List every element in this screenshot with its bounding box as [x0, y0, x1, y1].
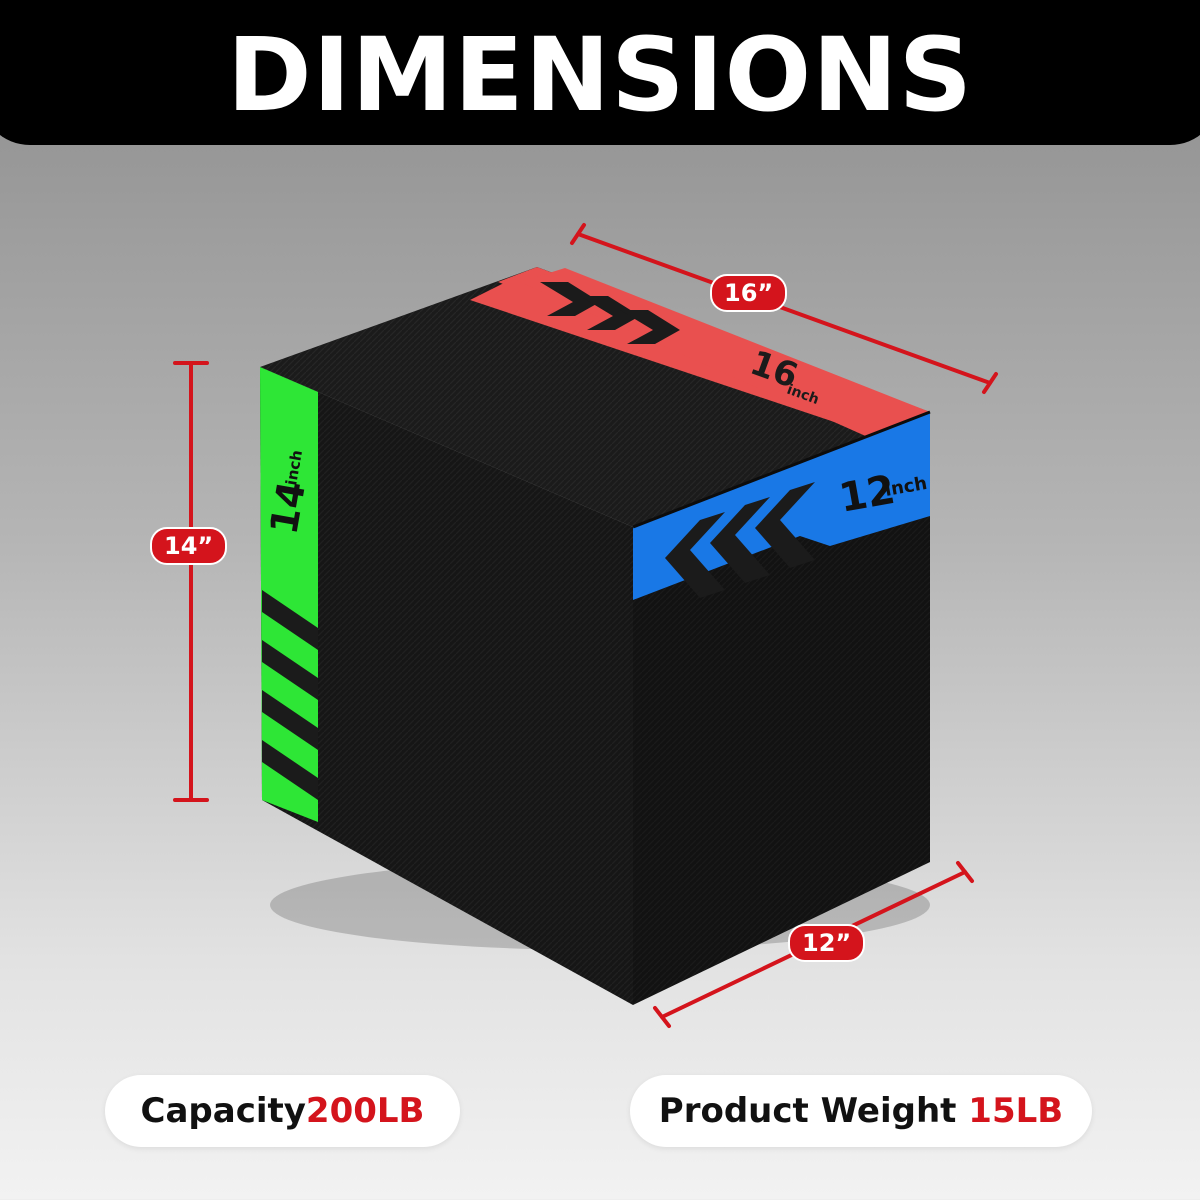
top-chevrons	[540, 282, 680, 344]
depth-dimension-label: 12”	[788, 924, 866, 962]
side-size-number: 12	[836, 467, 899, 522]
front-size-unit: inch	[282, 449, 306, 487]
height-dimension-label: 14”	[150, 527, 228, 565]
capacity-value: 200LB	[305, 1091, 425, 1131]
front-chevrons	[262, 590, 318, 800]
box-top-face	[260, 267, 930, 527]
capacity-pill: Capacity 200LB	[105, 1075, 460, 1147]
zipper-line	[632, 410, 931, 529]
box-front-face	[260, 367, 633, 1005]
title-banner: DIMENSIONS	[0, 0, 1200, 145]
product-weight-pill: Product Weight 15LB	[630, 1075, 1092, 1147]
page-title: DIMENSIONS	[226, 15, 974, 135]
front-size-number: 14	[262, 478, 315, 538]
side-chevrons	[665, 482, 815, 598]
product-weight-label: Product Weight	[658, 1091, 957, 1131]
product-weight-value: 15LB	[968, 1091, 1064, 1131]
width-dimension-label: 16”	[710, 274, 788, 312]
capacity-label: Capacity	[140, 1091, 306, 1131]
